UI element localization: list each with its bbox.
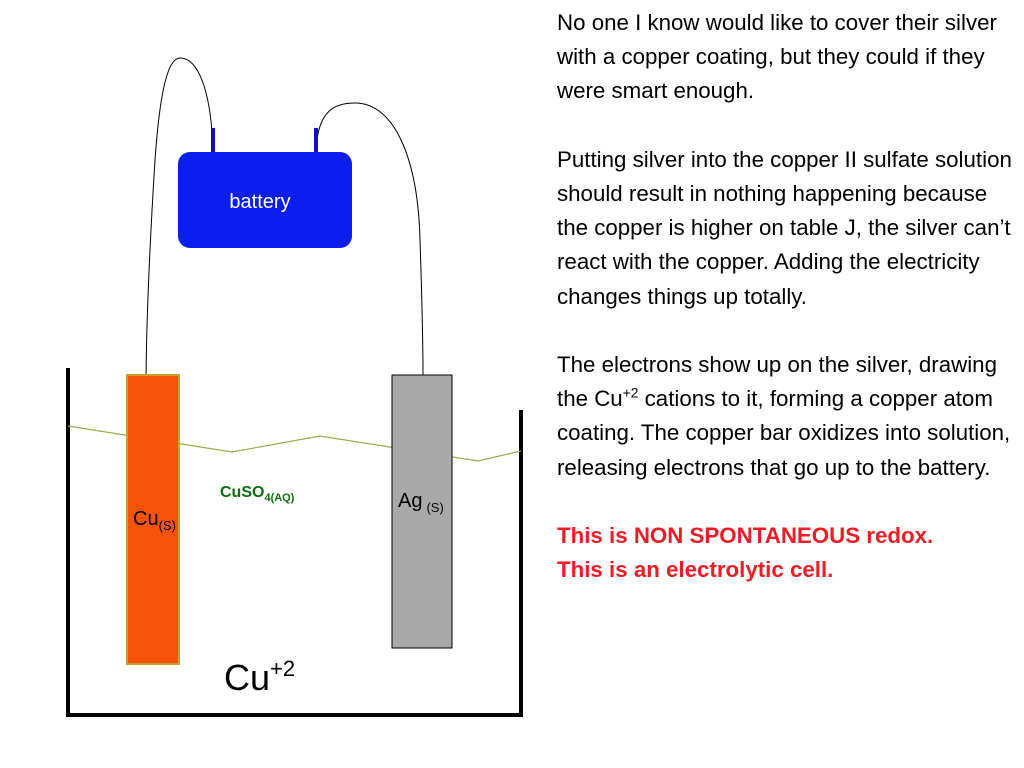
copper-ion-label: Cu+2: [224, 656, 295, 698]
conclusion-line-2: This is an electrolytic cell.: [557, 557, 834, 583]
paragraph-intro: No one I know would like to cover their …: [557, 10, 997, 104]
battery: [178, 152, 352, 248]
solution-formula: CuSO: [220, 484, 264, 501]
copper-electrode: [126, 374, 180, 665]
silver-state-subscript: (S): [426, 500, 443, 515]
paragraph-reasoning: Putting silver into the copper II sulfat…: [557, 146, 1012, 309]
conclusion: This is NON SPONTANEOUS redox. This is a…: [557, 519, 1019, 587]
beaker: [66, 368, 523, 717]
left-wire: [145, 57, 214, 393]
paragraph-electrons: The electrons show up on the silver, dra…: [557, 348, 1019, 485]
silver-electrode-label: Ag (S): [398, 490, 444, 515]
copper-symbol: Cu: [133, 508, 159, 530]
ion-symbol: Cu: [224, 657, 270, 698]
silver-electrode: [391, 374, 453, 649]
solution-label: CuSO4(AQ): [220, 484, 295, 504]
electrons-text-end: cations to it, forming a copper atom coa…: [557, 386, 1011, 480]
solution-subscript: 4(AQ): [264, 492, 294, 504]
copper-state-subscript: (S): [159, 518, 176, 533]
silver-symbol: Ag: [398, 490, 422, 512]
explanation-panel: No one I know would like to cover their …: [557, 6, 1019, 587]
battery-label: battery: [229, 191, 290, 213]
copper-electrode-label: Cu(S): [133, 508, 176, 533]
cation-charge: +2: [622, 384, 639, 401]
electrons-text-start: The electrons show up on the silver, dra…: [557, 352, 997, 412]
conclusion-line-1: This is NON SPONTANEOUS redox.: [557, 523, 934, 548]
right-wire: [315, 102, 424, 377]
ion-charge: +2: [270, 656, 295, 681]
